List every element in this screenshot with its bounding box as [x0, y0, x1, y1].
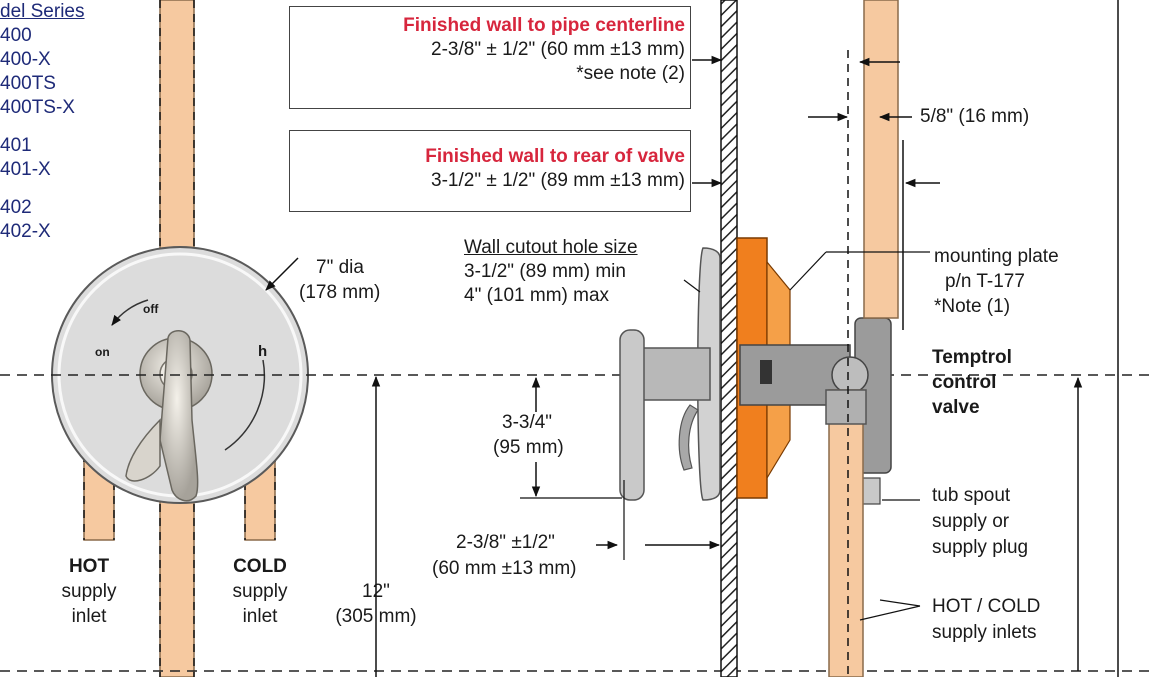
- model-item: 401-X: [0, 159, 51, 180]
- callout-rear-dimension: 3-1/2" ± 1/2" (89 mm ±13 mm): [431, 170, 685, 191]
- right-vertical-pipe: [825, 0, 899, 677]
- model-item: 400TS-X: [0, 97, 75, 118]
- callout-box-centerline: [289, 6, 691, 109]
- trim-diameter-metric: (178 mm): [299, 282, 381, 303]
- finished-wall: [720, 0, 738, 677]
- mounting-plate-label: mounting plate: [934, 246, 1059, 267]
- model-item: 400: [0, 25, 32, 46]
- cold-inlet-line3: inlet: [242, 606, 278, 627]
- cold-inlet-line2: supply: [232, 581, 288, 602]
- callout-rear-title: Finished wall to rear of valve: [425, 146, 685, 167]
- mounting-plate-note: *Note (1): [934, 296, 1011, 317]
- dia-leader: [265, 257, 299, 291]
- vertical-dim-metric: (305 mm): [335, 606, 417, 627]
- depth-dim-label: 2-3/8" ±1/2": [456, 532, 555, 553]
- model-item: 400TS: [0, 73, 56, 94]
- tub-spout-line2: supply or: [932, 511, 1010, 532]
- trim-off-label: off: [143, 302, 159, 316]
- valve-name-line1: Temptrol: [932, 347, 1012, 368]
- model-item: 402: [0, 197, 32, 218]
- trim-handle: [125, 330, 213, 502]
- callout-box-rear: [289, 130, 691, 212]
- callout-centerline-note: *see note (2): [576, 63, 685, 84]
- cold-inlet-title: COLD: [233, 556, 287, 577]
- handle-height-label: 3-3/4": [502, 412, 553, 433]
- supply-inlets-line2: supply inlets: [932, 622, 1037, 643]
- trim-h-label: h: [258, 343, 268, 360]
- model-item: 401: [0, 135, 32, 156]
- supply-inlets-line1: HOT / COLD: [932, 596, 1041, 617]
- model-series-title: del Series: [0, 1, 85, 22]
- trim-diameter-label: 7" dia: [316, 257, 364, 278]
- callout-centerline-dimension: 2-3/8" ± 1/2" (60 mm ±13 mm): [431, 39, 685, 60]
- valve-name-line2: control: [932, 372, 997, 393]
- model-item: 402-X: [0, 221, 51, 242]
- vertical-dim-label: 12": [362, 581, 390, 602]
- pipe-offset-label: 5/8" (16 mm): [920, 106, 1030, 127]
- valve-name-line3: valve: [932, 397, 980, 418]
- model-item: 400-X: [0, 49, 51, 70]
- valve-body: [739, 317, 892, 505]
- side-handle: [619, 329, 711, 501]
- dimension-arrows: [520, 55, 1083, 671]
- depth-dim-metric: (60 mm ±13 mm): [432, 558, 577, 579]
- hot-inlet-line3: inlet: [71, 606, 107, 627]
- wall-cutout-max: 4" (101 mm) max: [464, 285, 610, 306]
- callout-centerline-title: Finished wall to pipe centerline: [403, 15, 685, 36]
- tub-spout-line3: supply plug: [932, 537, 1029, 558]
- hot-inlet-line2: supply: [61, 581, 117, 602]
- tub-spout-line1: tub spout: [932, 485, 1011, 506]
- mounting-plate-part: p/n T-177: [945, 271, 1025, 292]
- wall-cutout-min: 3-1/2" (89 mm) min: [464, 261, 626, 282]
- wall-cutout-title: Wall cutout hole size: [464, 237, 638, 258]
- trim-on-label: on: [95, 345, 110, 359]
- handle-height-metric: (95 mm): [493, 437, 564, 458]
- hot-inlet-title: HOT: [68, 556, 110, 577]
